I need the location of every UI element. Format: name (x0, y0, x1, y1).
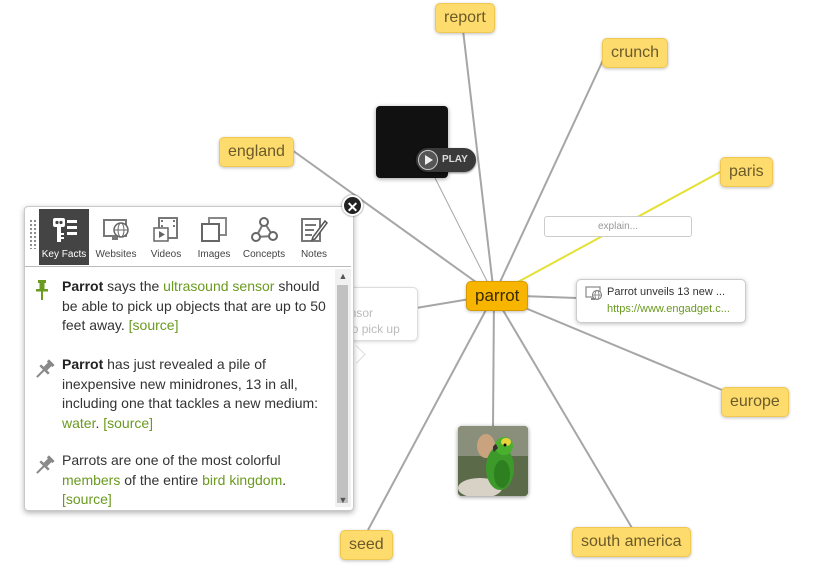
node-seed[interactable]: seed (340, 530, 393, 560)
fact-item: Parrot says the ultrasound sensor should… (62, 277, 330, 336)
source-link[interactable]: [source] (62, 491, 112, 507)
tab-label: Images (197, 249, 231, 260)
scroll-thumb[interactable] (337, 285, 348, 503)
parrot-image-thumbnail[interactable] (458, 426, 528, 496)
play-label: PLAY (442, 154, 468, 165)
fact-text: . (95, 414, 104, 431)
tab-videos[interactable]: Videos (141, 209, 191, 265)
unpinned-icon[interactable] (33, 455, 55, 477)
tab-label: Notes (300, 249, 328, 260)
website-icon (585, 286, 602, 300)
monitor-globe-icon (103, 219, 129, 240)
fact-subject: Parrot (62, 278, 104, 294)
source-link[interactable]: [source] (103, 414, 154, 431)
key-icon (53, 218, 77, 242)
fact-text: Parrots are one of the most colorful (62, 452, 281, 468)
tab-label: Videos (150, 249, 182, 260)
close-icon: ✕ (346, 199, 359, 215)
node-parrot-center[interactable]: parrot (466, 281, 529, 311)
node-paris[interactable]: paris (720, 157, 773, 187)
fact-item: Parrot has just revealed a pile of inexp… (62, 355, 330, 433)
fact-text: has just revealed a pile of inexpensive … (62, 356, 319, 411)
node-europe[interactable]: europe (721, 387, 789, 417)
parrot-image (458, 426, 528, 496)
node-report[interactable]: report (435, 3, 495, 33)
tab-notes[interactable]: Notes (289, 209, 339, 265)
fact-text: of the entire (120, 471, 203, 488)
pinned-icon[interactable] (33, 279, 53, 301)
website-card-url[interactable]: https://www.engadget.c... (607, 303, 730, 315)
fact-link[interactable]: bird kingdom (202, 471, 283, 488)
tab-label: Websites (95, 249, 137, 260)
tab-label: Concepts (242, 249, 286, 260)
node-england[interactable]: england (219, 137, 294, 167)
drag-handle[interactable] (29, 219, 37, 249)
play-icon (418, 150, 438, 170)
facts-scrollbar[interactable]: ▲ ▼ (335, 269, 351, 507)
tab-images[interactable]: Images (189, 209, 239, 265)
tab-divider (25, 266, 351, 267)
fact-text: says the (103, 278, 164, 294)
tab-label: Key Facts (41, 249, 87, 260)
facts-list: Parrot says the ultrasound sensor should… (25, 269, 335, 507)
close-panel-button[interactable]: ✕ (342, 195, 363, 216)
tab-concepts[interactable]: Concepts (239, 209, 289, 265)
key-facts-panel: Key Facts Websites Videos (24, 206, 354, 511)
fact-text: . (282, 471, 287, 488)
tab-websites[interactable]: Websites (91, 209, 141, 265)
website-card[interactable]: Parrot unveils 13 new ... https://www.en… (576, 279, 746, 323)
scroll-up-icon[interactable]: ▲ (338, 271, 348, 281)
fact-link[interactable]: members (62, 471, 121, 488)
images-icon (201, 217, 227, 242)
explain-input[interactable]: explain... (544, 216, 692, 237)
film-icon (153, 217, 178, 242)
source-link[interactable]: [source] (128, 317, 179, 333)
website-card-title: Parrot unveils 13 new ... (607, 286, 726, 298)
node-crunch[interactable]: crunch (602, 38, 669, 68)
concepts-icon (251, 217, 278, 242)
unpinned-icon[interactable] (33, 359, 55, 381)
fact-text: should be able to pick up objects that a… (62, 278, 326, 333)
play-button[interactable]: PLAY (416, 148, 476, 172)
fact-item: Parrots are one of the most colorful mem… (62, 451, 330, 507)
notes-icon (301, 218, 328, 242)
node-south-america[interactable]: south america (572, 527, 691, 557)
tab-key-facts[interactable]: Key Facts (39, 209, 89, 265)
fact-link[interactable]: water (62, 414, 96, 431)
fact-subject: Parrot (62, 356, 104, 372)
fact-link[interactable]: ultrasound sensor (163, 278, 275, 294)
scroll-down-icon[interactable]: ▼ (338, 495, 348, 505)
